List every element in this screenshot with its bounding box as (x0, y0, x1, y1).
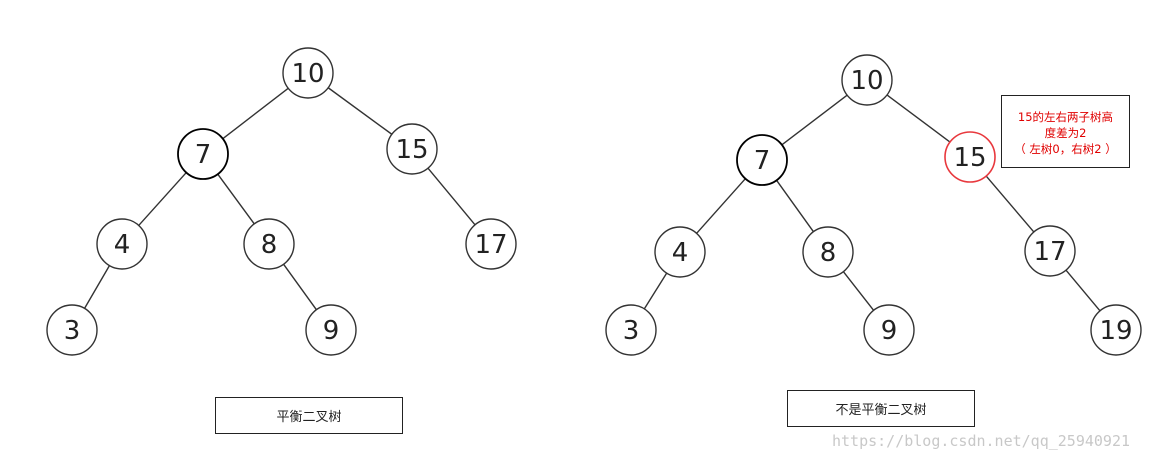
left-tree-node-15-circle (386, 123, 438, 175)
left-tree-node-7: 7 (177, 128, 229, 180)
right-tree-node-17: 17 (1024, 225, 1076, 277)
right-tree-node-3-circle (605, 304, 657, 356)
note-line-2: 度差为2 (1044, 126, 1087, 140)
left-tree-caption-text: 平衡二叉树 (276, 410, 342, 425)
right-tree-node-19: 19 (1090, 304, 1142, 356)
left-tree-edge-7-8 (217, 173, 255, 225)
right-tree-node-19-circle (1090, 304, 1142, 356)
right-tree-edge-15-17 (985, 175, 1035, 233)
left-tree-node-4-label: 4 (114, 230, 131, 260)
right-tree-node-4: 4 (654, 226, 706, 278)
right-tree-caption-text: 不是平衡二叉树 (835, 403, 927, 418)
right-tree-node-9: 9 (863, 304, 915, 356)
watermark: https://blog.csdn.net/qq_25940921 (832, 432, 1131, 450)
right-tree-node-17-label: 17 (1033, 237, 1066, 267)
left-tree-edge-10-7 (222, 87, 289, 140)
right-tree-edge-10-7 (781, 94, 848, 146)
left-tree-edge-15-17 (427, 167, 476, 226)
right-tree-node-10: 10 (841, 54, 893, 106)
left-tree-node-10-label: 10 (291, 59, 324, 89)
right-tree-node-3-label: 3 (623, 316, 640, 346)
left-tree-node-4-circle (96, 218, 148, 270)
left-tree-node-3-circle (46, 304, 98, 356)
left-tree-node-17-circle (465, 218, 517, 270)
right-tree-node-17-circle (1024, 225, 1076, 277)
right-tree-edge-10-15 (886, 94, 951, 143)
left-tree-node-17-label: 17 (474, 230, 507, 260)
right-tree-node-7-circle (736, 134, 788, 186)
right-tree-node-7: 7 (736, 134, 788, 186)
left-tree-node-15-label: 15 (395, 135, 428, 165)
left-tree-node-15: 15 (386, 123, 438, 175)
right-tree-node-15: 15 (944, 131, 996, 183)
right-tree-edge-7-4 (696, 178, 746, 234)
left-tree-node-8-label: 8 (261, 230, 278, 260)
left-tree-edge-10-15 (327, 87, 393, 135)
right-tree-edge-4-3 (643, 272, 668, 310)
right-tree-node-9-label: 9 (881, 316, 898, 346)
left-tree-node-3-label: 3 (64, 316, 81, 346)
right-tree-node-19-label: 19 (1099, 316, 1132, 346)
right-tree-node-8-circle (802, 226, 854, 278)
right-tree-node-4-circle (654, 226, 706, 278)
left-tree-node-4: 4 (96, 218, 148, 270)
right-tree-node-15-circle (944, 131, 996, 183)
left-tree-caption: 平衡二叉树 (215, 397, 403, 434)
left-tree-node-8: 8 (243, 218, 295, 270)
right-tree-caption: 不是平衡二叉树 (787, 390, 975, 427)
left-tree-node-7-label: 7 (195, 140, 212, 170)
left-tree-node-9-circle (305, 304, 357, 356)
left-tree-node-17: 17 (465, 218, 517, 270)
left-tree-node-10: 10 (282, 47, 334, 99)
left-tree-node-10-circle (282, 47, 334, 99)
imbalance-note: 15的左右两子树高 度差为2 （ 左树0，右树2 ） (1001, 95, 1130, 168)
left-tree-edge-7-4 (138, 172, 187, 226)
right-tree-node-8-label: 8 (820, 238, 837, 268)
right-tree-node-8: 8 (802, 226, 854, 278)
right-tree-edge-8-9 (842, 271, 875, 311)
note-line-1: 15的左右两子树高 (1017, 110, 1114, 124)
right-tree-node-15-label: 15 (953, 143, 986, 173)
left-tree-node-8-circle (243, 218, 295, 270)
left-tree-node-3: 3 (46, 304, 98, 356)
left-tree-edge-8-9 (283, 263, 317, 311)
right-tree-node-4-label: 4 (672, 238, 689, 268)
left-tree-node-7-circle (177, 128, 229, 180)
left-tree-node-9-label: 9 (323, 316, 340, 346)
right-tree-node-10-label: 10 (850, 66, 883, 96)
right-tree-edge-7-8 (776, 179, 814, 233)
note-line-3: （ 左树0，右树2 ） (1014, 142, 1117, 156)
right-tree-edge-17-19 (1065, 269, 1101, 312)
right-tree-node-9-circle (863, 304, 915, 356)
right-tree-node-10-circle (841, 54, 893, 106)
left-tree-node-9: 9 (305, 304, 357, 356)
left-tree-edge-4-3 (83, 265, 111, 309)
right-tree-node-3: 3 (605, 304, 657, 356)
right-tree-node-7-label: 7 (754, 146, 771, 176)
